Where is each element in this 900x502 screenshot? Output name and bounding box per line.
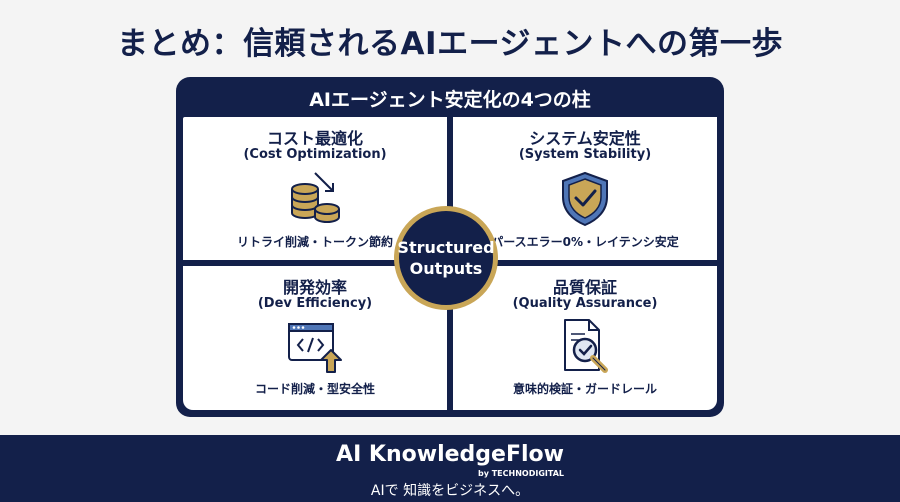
code-window-icon [285, 316, 345, 380]
tagline: AIで 知識をビジネスへ。 [370, 483, 530, 499]
pillar-description: コード削減・型安全性 [254, 382, 375, 396]
hub-label-line2: Outputs [409, 259, 483, 278]
pillar-title: コスト最適化 [266, 129, 363, 148]
pillar-cost-optimization: コスト最適化 (Cost Optimization) [183, 117, 447, 260]
pillar-title: システム安定性 [529, 129, 641, 148]
footer-bar: AI KnowledgeFlow by TECHNODIGITAL AIで 知識… [0, 435, 900, 502]
pillar-description: リトライ削減・トークン節約 [236, 235, 393, 249]
structured-outputs-hub: Structured Outputs [394, 206, 498, 310]
pillar-system-stability: システム安定性 (System Stability) パースエラー0%・レイテン… [453, 117, 717, 260]
shield-check-icon [555, 169, 615, 233]
pillar-subtitle: (System Stability) [518, 147, 652, 162]
panel-title: AIエージェント安定化の4つの柱 [309, 89, 591, 111]
coins-icon [285, 169, 345, 233]
pillar-description: パースエラー0%・レイテンシ安定 [491, 235, 679, 249]
pillar-title: 品質保証 [552, 278, 617, 297]
pillar-quality-assurance: 品質保証 (Quality Assurance) 意味的検証・ガードレール [453, 266, 717, 410]
brand-name: AI KnowledgeFlow [336, 442, 564, 467]
pillar-subtitle: (Dev Efficiency) [257, 296, 373, 311]
pillar-dev-efficiency: 開発効率 (Dev Efficiency) コード削減・型安全性 [183, 266, 447, 410]
pillar-description: 意味的検証・ガードレール [512, 382, 657, 396]
page-title: まとめ：信頼されるAIエージェントへの第一歩 [117, 26, 783, 62]
document-magnifier-icon [555, 316, 615, 380]
pillar-subtitle: (Quality Assurance) [512, 296, 658, 311]
pillar-subtitle: (Cost Optimization) [243, 147, 387, 162]
pillars-panel: AIエージェント安定化の4つの柱 コスト最適化 (Cost Optimizati… [176, 77, 724, 417]
pillar-title: 開発効率 [282, 278, 347, 297]
brand-byline: by TECHNODIGITAL [478, 469, 564, 478]
hub-label-line1: Structured [397, 238, 495, 257]
